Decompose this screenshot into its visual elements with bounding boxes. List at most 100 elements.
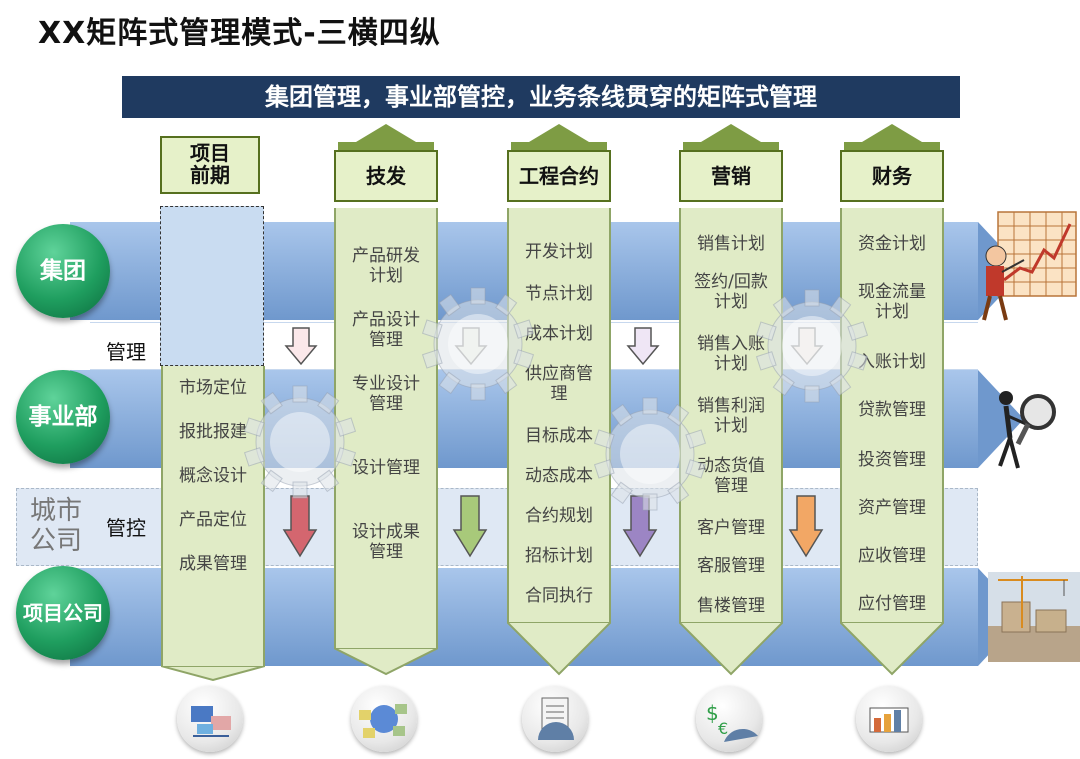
currency-icon: $€ xyxy=(696,686,762,752)
col3-item-1: 节点计划 xyxy=(525,284,593,304)
label-manage: 管理 xyxy=(106,340,146,364)
column-5-roof-icon xyxy=(844,124,940,152)
column-4: 销售计划 签约/回款计划 销售入账计划 销售利润计划 动态货值管理 客户管理 客… xyxy=(679,208,783,622)
gear-tooth xyxy=(667,481,690,505)
col5-item-4: 投资管理 xyxy=(858,450,926,470)
gear-tooth xyxy=(260,469,283,493)
column-header-1-line2: 前期 xyxy=(190,163,230,187)
col2-item-3: 设计管理 xyxy=(352,458,420,478)
gear-tooth xyxy=(317,391,340,415)
gear-tooth xyxy=(495,293,518,317)
construction-site-icon xyxy=(988,572,1080,662)
column-header-1-line1: 项目 xyxy=(190,141,230,165)
gear-tooth xyxy=(243,417,265,437)
manage-down-arrow-icon-3 xyxy=(626,327,660,366)
column-header-4: 营销 xyxy=(679,150,783,202)
gear-tooth xyxy=(610,481,633,505)
col1-item-1: 报批报建 xyxy=(179,422,247,442)
label-city-line1: 城市 xyxy=(30,496,83,526)
col5-item-3: 贷款管理 xyxy=(858,400,926,420)
gear-icon-4 xyxy=(755,289,869,403)
col3-item-4: 目标成本 xyxy=(525,426,593,446)
gear-tooth xyxy=(847,321,869,341)
column-header-3: 工程合约 xyxy=(507,150,611,202)
col3-item-5: 动态成本 xyxy=(525,466,593,486)
col4-item-3: 销售利润计划 xyxy=(697,396,765,436)
col2-item-2: 专业设计管理 xyxy=(352,374,420,414)
gear-tooth xyxy=(593,429,615,449)
bar-chart-icon xyxy=(856,686,922,752)
network-computers-icon xyxy=(177,686,243,752)
col1-item-0: 市场定位 xyxy=(179,378,247,398)
control-down-arrow-icon-4 xyxy=(788,495,824,558)
column-2-roof-icon xyxy=(338,124,434,152)
circle-group: 集团 xyxy=(16,224,110,318)
gear-tooth xyxy=(243,447,265,467)
gear-tooth xyxy=(772,373,795,397)
col3-item-8: 合同执行 xyxy=(525,586,593,606)
col3-item-7: 招标计划 xyxy=(525,546,593,566)
gear-tooth xyxy=(829,295,852,319)
col5-item-6: 应收管理 xyxy=(858,546,926,566)
col4-item-1: 签约/回款计划 xyxy=(694,272,768,312)
gear-tooth xyxy=(421,319,443,339)
gear-tooth xyxy=(804,289,820,307)
gear-tooth xyxy=(685,459,707,479)
col4-item-0: 销售计划 xyxy=(697,234,765,254)
col4-item-2: 销售入账计划 xyxy=(697,334,765,374)
gear-tooth xyxy=(642,397,658,415)
col5-item-7: 应付管理 xyxy=(858,594,926,614)
column-header-1: 项目 前期 xyxy=(160,136,260,194)
col1-item-2: 概念设计 xyxy=(179,466,247,486)
column-header-5: 财务 xyxy=(840,150,944,202)
col4-item-4: 动态货值管理 xyxy=(697,456,765,496)
gear-tooth xyxy=(513,319,535,339)
column-5: 资金计划 现金流量计划 入账计划 贷款管理 投资管理 资产管理 应收管理 应付管… xyxy=(840,208,944,622)
svg-text:€: € xyxy=(718,719,728,738)
col3-item-0: 开发计划 xyxy=(525,242,593,262)
gear-tooth xyxy=(755,321,777,341)
circle-project: 项目公司 xyxy=(16,566,110,660)
gear-tooth xyxy=(772,295,795,319)
matrix-banner: 集团管理，事业部管控，业务条线贯穿的矩阵式管理 xyxy=(122,76,960,118)
label-control: 管控 xyxy=(106,516,146,540)
gear-tooth xyxy=(260,391,283,415)
gear-tooth xyxy=(317,469,340,493)
column-header-2: 技发 xyxy=(334,150,438,202)
gear-tooth xyxy=(755,351,777,371)
col5-item-2: 入账计划 xyxy=(858,352,926,372)
presenter-chart-icon xyxy=(982,211,1077,321)
gear-tooth xyxy=(292,481,308,499)
col5-item-0: 资金计划 xyxy=(858,234,926,254)
column-3-point xyxy=(507,622,611,676)
col3-item-2: 成本计划 xyxy=(525,324,593,344)
gear-icon-3 xyxy=(593,397,707,511)
gear-tooth xyxy=(470,287,486,305)
document-icon xyxy=(522,686,588,752)
col2-item-0: 产品研发计划 xyxy=(352,246,420,286)
column-3-roof-icon xyxy=(511,124,607,152)
col3-item-6: 合约规划 xyxy=(525,506,593,526)
gear-tooth xyxy=(438,371,461,395)
gear-tooth xyxy=(667,403,690,427)
gear-tooth xyxy=(804,385,820,403)
gear-tooth xyxy=(438,293,461,317)
gear-tooth xyxy=(335,447,357,467)
label-city-line2: 公司 xyxy=(30,526,83,556)
gear-tooth xyxy=(421,349,443,369)
control-down-arrow-icon-1 xyxy=(282,495,318,558)
gear-tooth xyxy=(470,383,486,401)
column-4-point xyxy=(679,622,783,676)
col2-item-1: 产品设计管理 xyxy=(352,310,420,350)
col2-item-4: 设计成果管理 xyxy=(352,522,420,562)
magnifier-figure-icon xyxy=(998,391,1056,469)
page-title: XX矩阵式管理模式-三横四纵 xyxy=(38,16,441,51)
col5-item-1: 现金流量计划 xyxy=(858,282,926,322)
gear-tooth xyxy=(593,459,615,479)
circle-division: 事业部 xyxy=(16,370,110,464)
gear-tooth xyxy=(685,429,707,449)
column-3: 开发计划 节点计划 成本计划 供应商管理 目标成本 动态成本 合约规划 招标计划… xyxy=(507,208,611,622)
col4-item-5: 客户管理 xyxy=(697,518,765,538)
control-down-arrow-icon-2 xyxy=(452,495,488,558)
gear-tooth xyxy=(292,385,308,403)
